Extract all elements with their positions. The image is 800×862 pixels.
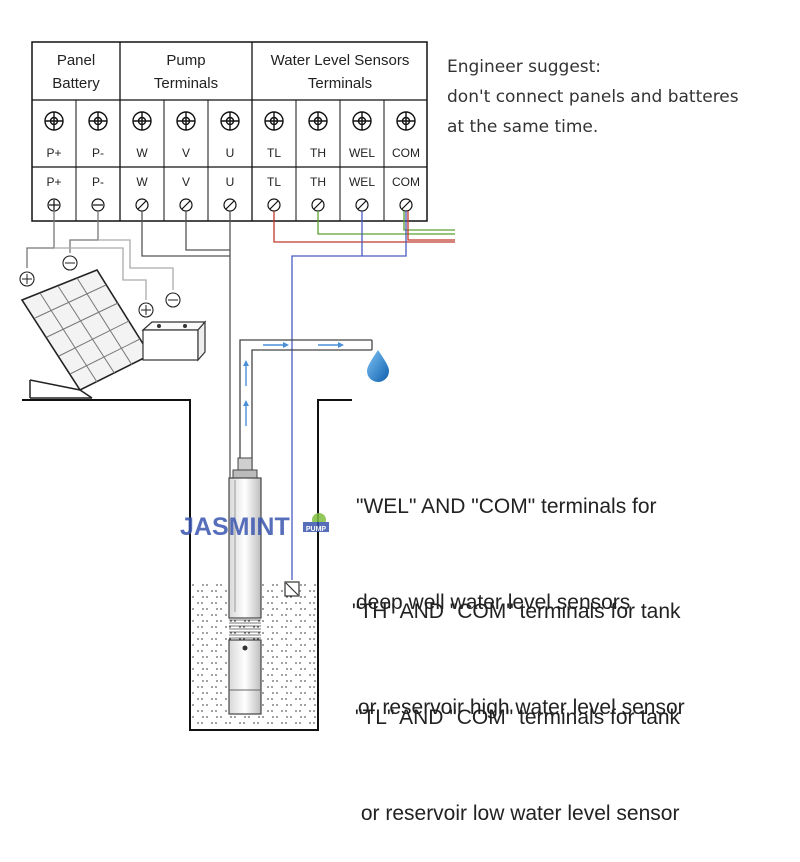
com-wire-green — [403, 211, 455, 231]
header-sensors-line2: Terminals — [308, 75, 372, 92]
terminal-block: Panel Battery Pump Terminals Water Level… — [31, 41, 428, 222]
ground-and-well — [22, 399, 352, 731]
bottom-label-p-plus: P+ — [46, 175, 61, 189]
description-tl-com: "TL" AND "COM" terminals for tank or res… — [355, 638, 680, 862]
com-wire-blue — [291, 211, 407, 580]
header-pump-terminals-line2: Terminals — [154, 75, 218, 92]
plus-screw-icon — [352, 111, 372, 131]
header-panel-battery-line1: Panel — [57, 52, 95, 69]
description-wel-com-line2: deep well water level sensors — [356, 591, 631, 614]
bottom-label-com: COM — [392, 175, 420, 189]
top-label-wel: WEL — [349, 146, 375, 160]
panel-plus-wire — [26, 211, 55, 268]
plus-screw-icon — [44, 111, 64, 131]
header-pump-terminals-line1: Pump — [166, 52, 205, 69]
plus-screw-icon — [132, 111, 152, 131]
bottom-label-p-minus: P- — [92, 175, 104, 189]
wiring-diagram: Panel Battery Pump Terminals Water Level… — [19, 41, 455, 731]
engineer-note-line3: at the same time. — [447, 117, 599, 137]
com-wire-red — [407, 211, 455, 241]
battery-plus-wire — [54, 247, 147, 300]
bottom-label-u: U — [226, 175, 235, 189]
top-label-p-minus: P- — [92, 146, 104, 160]
slot-screw-icon — [267, 198, 281, 212]
engineer-note-line2: don't connect panels and batteres — [447, 87, 739, 107]
pump-v-wire — [185, 211, 230, 251]
bottom-screw-row — [47, 198, 413, 212]
plus-screw-icon — [88, 111, 108, 131]
plus-screw-icon — [176, 111, 196, 131]
description-th-com-line1: "TH" AND "COM" terminals for tank — [352, 600, 681, 623]
description-tl-com-line2: or reservoir low water level sensor — [355, 802, 680, 825]
description-wel-com: "WEL" AND "COM" terminals for deep well … — [356, 427, 657, 651]
engineer-note-line1: Engineer suggest: — [447, 57, 602, 77]
brand-watermark: JASMINT PUMP — [180, 513, 329, 541]
top-label-th: TH — [310, 146, 326, 160]
wires — [26, 211, 455, 580]
slot-screw-icon — [355, 198, 369, 212]
top-label-u: U — [226, 146, 235, 160]
description-th-com: "TH" AND "COM" terminals for tank or res… — [352, 532, 685, 756]
top-screw-row — [44, 111, 416, 131]
slot-screw-icon — [399, 198, 413, 212]
header-sensors-line1: Water Level Sensors — [271, 52, 410, 69]
plus-terminal-icon — [47, 198, 61, 212]
slot-screw-icon — [223, 198, 237, 212]
top-label-com: COM — [392, 146, 420, 160]
top-label-w: W — [136, 146, 148, 160]
engineer-note: Engineer suggest: don't connect panels a… — [447, 52, 739, 142]
battery-minus-wire — [98, 239, 174, 290]
top-label-tl: TL — [267, 146, 281, 160]
solar-panel-icon — [19, 255, 152, 399]
outlet-pipe — [239, 339, 373, 470]
slot-screw-icon — [311, 198, 325, 212]
plus-screw-icon — [264, 111, 284, 131]
header-panel-battery-line2: Battery — [52, 75, 100, 92]
pump-w-wire — [141, 211, 230, 257]
battery-icon — [138, 292, 207, 362]
tl-wire-red — [273, 211, 455, 243]
description-wel-com-line1: "WEL" AND "COM" terminals for — [356, 495, 657, 518]
bottom-label-v: V — [182, 175, 190, 189]
panel-minus-wire — [69, 211, 99, 253]
pump-icon — [228, 457, 262, 715]
flow-arrows — [243, 342, 344, 426]
th-wire-green — [317, 211, 455, 235]
level-sensor-icon — [284, 581, 300, 597]
description-tl-com-line1: "TL" AND "COM" terminals for tank — [355, 706, 681, 729]
watermark-brand: JASMINT — [180, 513, 290, 541]
top-label-v: V — [182, 146, 190, 160]
plus-screw-icon — [308, 111, 328, 131]
bottom-label-tl: TL — [267, 175, 281, 189]
water-drop-icon — [367, 350, 389, 382]
bottom-label-th: TH — [310, 175, 326, 189]
minus-terminal-icon — [91, 198, 105, 212]
plus-screw-icon — [396, 111, 416, 131]
watermark-sub: PUMP — [306, 526, 327, 533]
bottom-label-w: W — [136, 175, 148, 189]
bottom-label-wel: WEL — [349, 175, 375, 189]
slot-screw-icon — [135, 198, 149, 212]
top-label-p-plus: P+ — [46, 146, 61, 160]
description-th-com-line2: or reservoir high water level sensor — [352, 696, 685, 719]
plus-screw-icon — [220, 111, 240, 131]
slot-screw-icon — [179, 198, 193, 212]
